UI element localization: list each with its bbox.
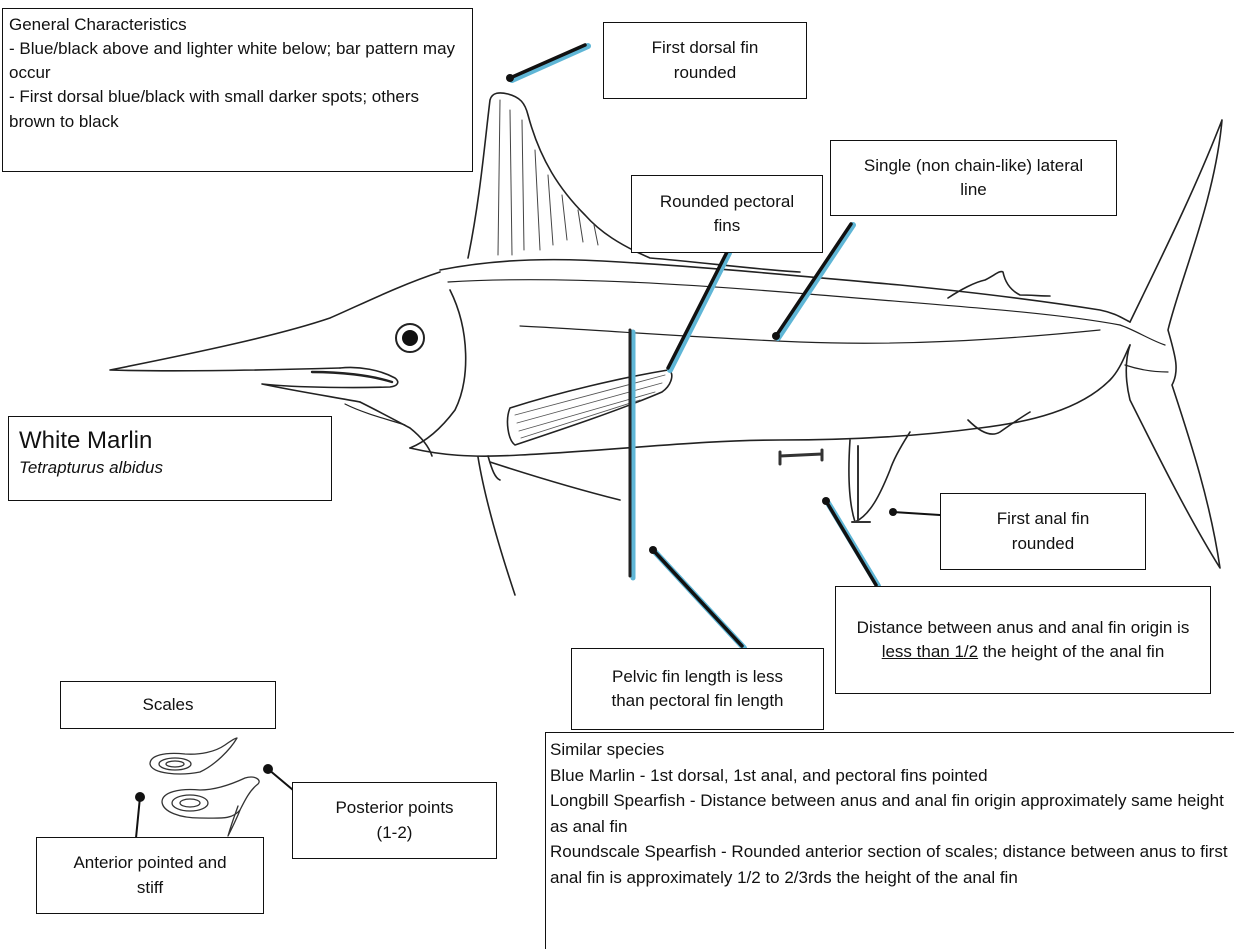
leader-pectoral-ink — [668, 252, 727, 368]
body-dorsal-inner — [448, 280, 1120, 325]
leader-dorsal-dot — [506, 74, 514, 82]
anus-marker — [780, 450, 822, 464]
caudal-keel — [1120, 325, 1168, 372]
pectoral-fin-label: Rounded pectoral fins — [631, 175, 823, 253]
lateral-line-drawn — [520, 326, 1100, 343]
lateral-line-label: Single (non chain-like) lateral line — [830, 140, 1117, 216]
anal-fin-line-1: First anal fin — [997, 507, 1090, 531]
anterior-line-1: Anterior pointed and — [73, 851, 226, 875]
scale-upper-rings-inner — [166, 761, 184, 767]
pectoral-fin-rays — [515, 375, 665, 438]
leader-posterior-dot — [263, 764, 273, 774]
pectoral-line-1: Rounded pectoral — [660, 190, 794, 214]
scales-text: Scales — [142, 693, 193, 717]
pelvic-fin-label: Pelvic fin length is less than pectoral … — [571, 648, 824, 730]
distance-part-2: the height of the anal fin — [978, 642, 1164, 661]
leader-lateral-dot — [772, 332, 780, 340]
similar-longbill: Longbill Spearfish - Distance between an… — [550, 788, 1230, 839]
leader-anterior-dot — [135, 792, 145, 802]
general-line-1: - Blue/black above and lighter white bel… — [9, 37, 466, 85]
leader-distance-ink — [826, 501, 876, 585]
posterior-line-2: (1-2) — [377, 821, 413, 845]
leader-distance-dot — [822, 497, 830, 505]
scales-label: Scales — [60, 681, 276, 729]
pelvic-line-1: Pelvic fin length is less — [612, 665, 783, 689]
leader-dorsal-ink — [510, 45, 585, 78]
anal-height-marker — [852, 446, 870, 522]
first-anal-fin-label: First anal fin rounded — [940, 493, 1146, 570]
second-anal-fin — [968, 412, 1030, 434]
leader-dorsal — [512, 46, 588, 80]
second-dorsal-fin — [948, 272, 1050, 298]
mouth-line — [312, 372, 392, 382]
species-name-box: White Marlin Tetrapturus albidus — [8, 416, 332, 501]
leader-anal-dot — [889, 508, 897, 516]
body-ventral-outline — [410, 345, 1130, 456]
general-heading: General Characteristics — [9, 13, 466, 37]
common-name: White Marlin — [19, 427, 321, 456]
pelvic-fin — [478, 456, 515, 595]
first-dorsal-label: First dorsal fin rounded — [603, 22, 807, 99]
leader-pelvic-ink — [653, 550, 742, 646]
pectoral-line-2: fins — [714, 214, 740, 238]
lateral-line-line-2: line — [960, 178, 986, 202]
first-dorsal-line-1: First dorsal fin — [652, 36, 759, 60]
anal-fin-line-2: rounded — [1012, 532, 1074, 556]
lateral-line-line-1: Single (non chain-like) lateral — [864, 154, 1083, 178]
similar-species-box: Similar species Blue Marlin - 1st dorsal… — [545, 732, 1234, 949]
scale-lower-rings — [172, 795, 208, 811]
pelvic-fin-rear — [490, 462, 620, 500]
anterior-label: Anterior pointed and stiff — [36, 837, 264, 914]
general-characteristics-box: General Characteristics - Blue/black abo… — [2, 8, 473, 172]
anus-distance-label: Distance between anus and anal fin origi… — [835, 586, 1211, 694]
leader-pectoral — [670, 253, 729, 370]
scale-sketches — [150, 738, 259, 836]
scale-upper-rings — [159, 758, 191, 770]
posterior-points-label: Posterior points (1-2) — [292, 782, 497, 859]
gill-cover — [360, 290, 466, 456]
scale-lower-point — [228, 806, 240, 836]
pectoral-fin — [508, 370, 672, 445]
scientific-name: Tetrapturus albidus — [19, 456, 321, 480]
dorsal-fin-rays — [498, 100, 598, 255]
similar-blue-marlin: Blue Marlin - 1st dorsal, 1st anal, and … — [550, 763, 1230, 789]
leader-anterior — [136, 797, 140, 838]
pelvic-line-2: than pectoral fin length — [611, 689, 783, 713]
eye-pupil — [402, 330, 418, 346]
posterior-line-1: Posterior points — [335, 796, 453, 820]
similar-roundscale: Roundscale Spearfish - Rounded anterior … — [550, 839, 1230, 890]
first-dorsal-line-2: rounded — [674, 61, 736, 85]
leader-pelvic-dot — [649, 546, 657, 554]
similar-heading: Similar species — [550, 737, 1230, 763]
bill — [110, 272, 440, 371]
gill-arch — [345, 404, 405, 425]
distance-part-1: Distance between anus and anal fin origi… — [857, 618, 1190, 637]
leader-anal — [893, 512, 940, 515]
scale-lower-rings-inner — [180, 799, 200, 807]
distance-underlined: less than 1/2 — [882, 642, 978, 661]
general-line-2: - First dorsal blue/black with small dar… — [9, 85, 466, 133]
anterior-line-2: stiff — [137, 876, 163, 900]
distance-text: Distance between anus and anal fin origi… — [844, 616, 1202, 664]
